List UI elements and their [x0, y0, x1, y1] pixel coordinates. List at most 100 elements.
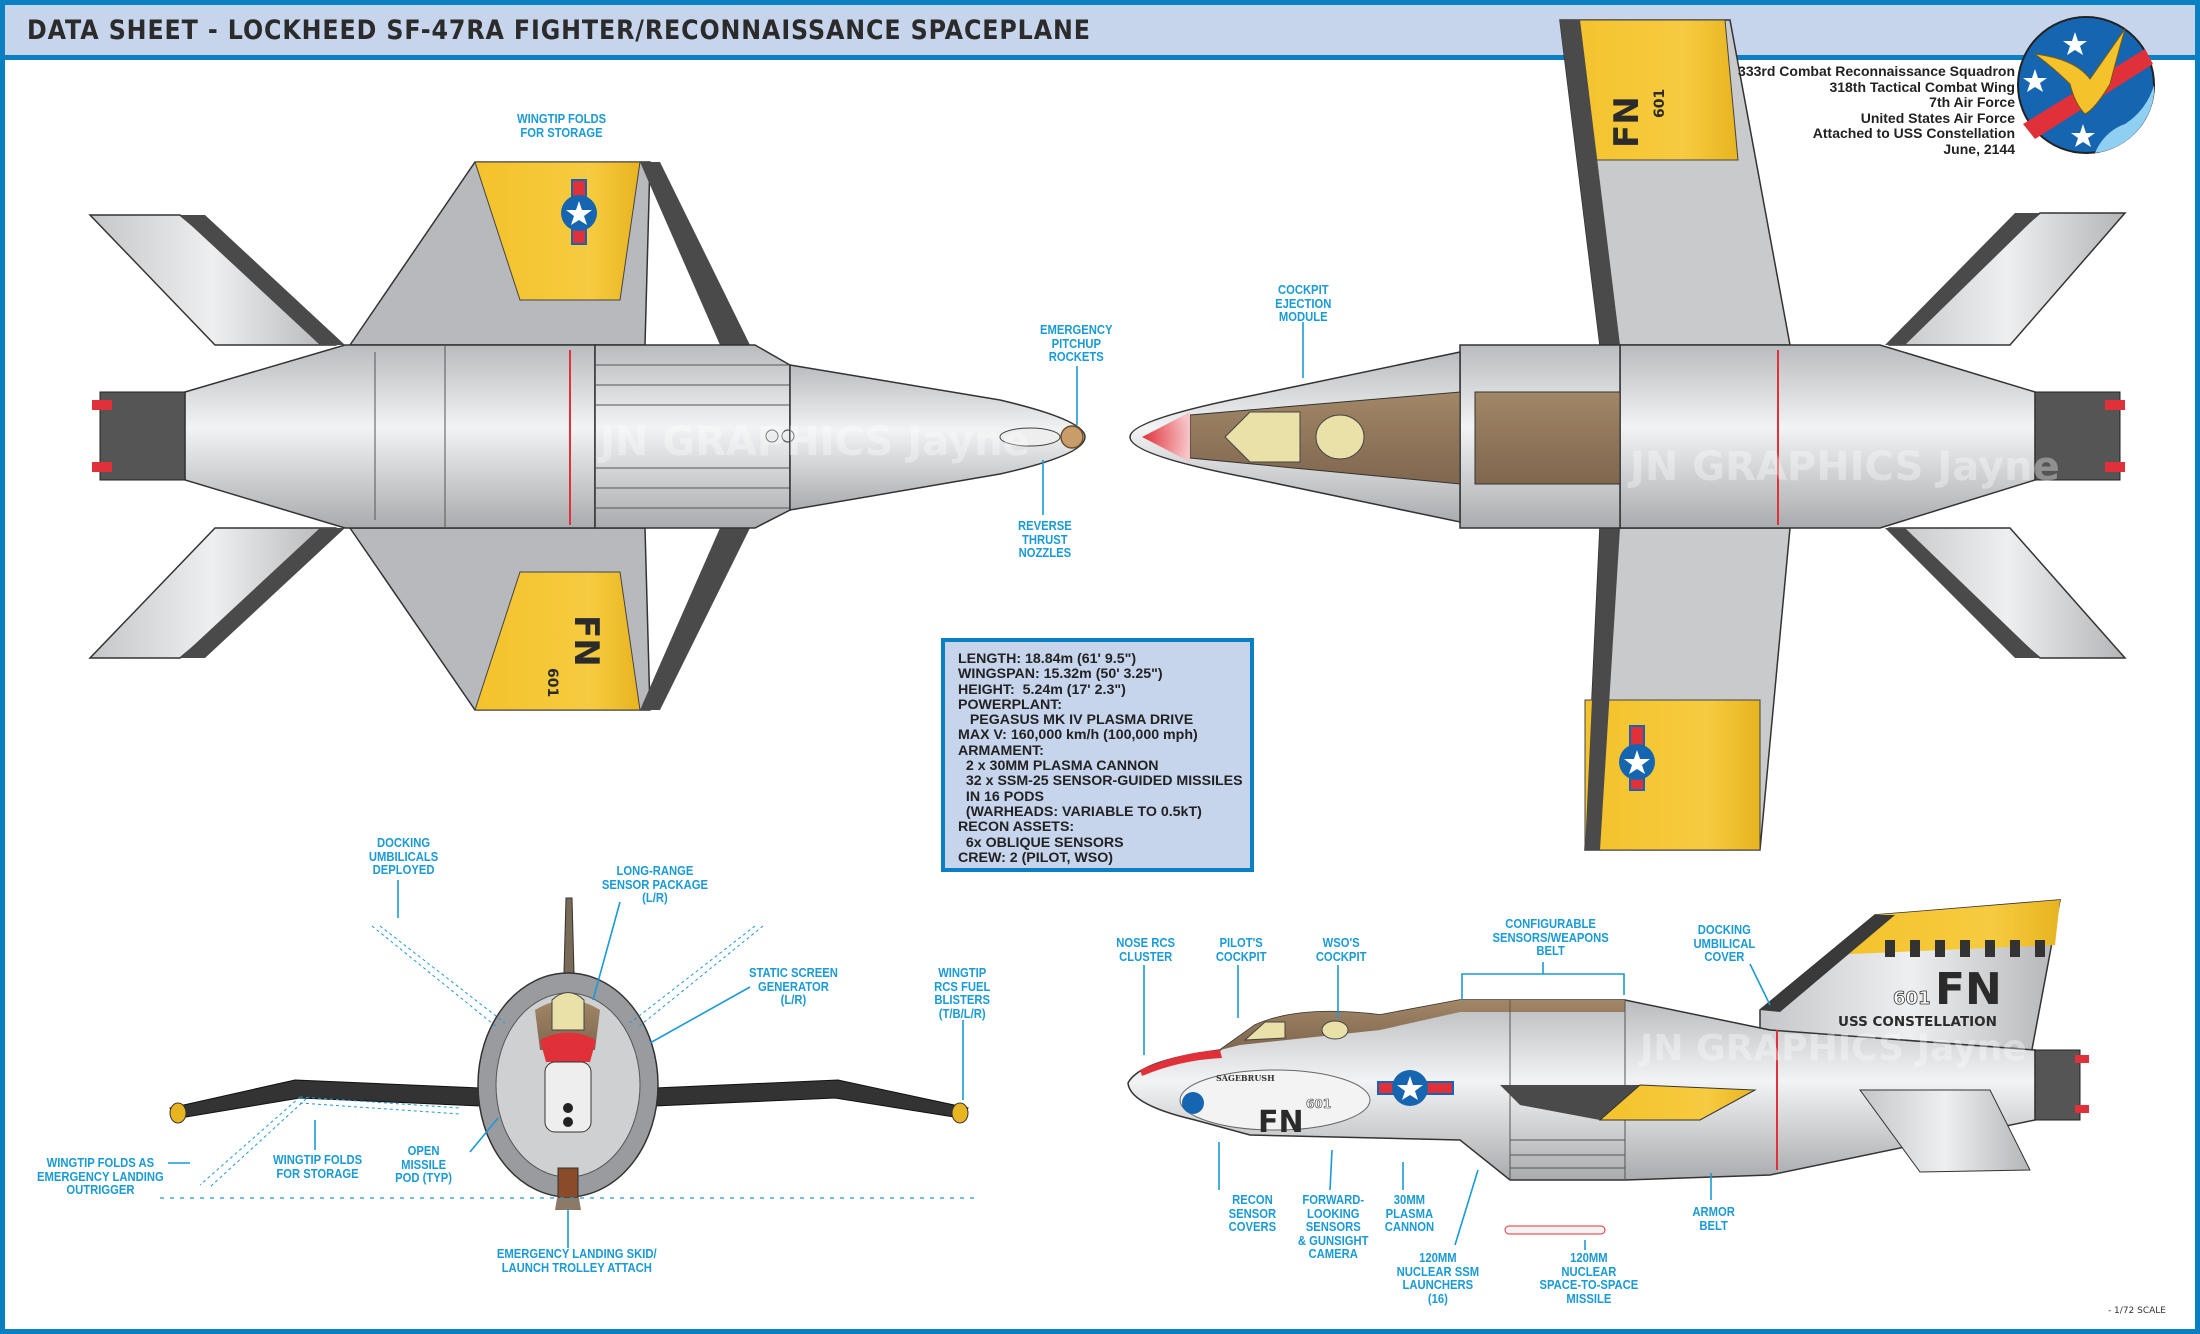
- callout-ssm-launchers: 120MM NUCLEAR SSM LAUNCHERS (16): [1396, 1251, 1480, 1306]
- spec-armament-pods: IN 16 PODS: [958, 788, 1044, 805]
- front-view: [160, 897, 980, 1210]
- exhaust-tab: [2075, 1105, 2089, 1113]
- cockpit-spine: [1220, 1000, 1625, 1050]
- unit-date: June, 2144: [1943, 140, 2015, 157]
- callout-nuclear-missile: 120MM NUCLEAR SPACE-TO-SPACE MISSILE: [1539, 1251, 1639, 1306]
- unit-air-force: 7th Air Force: [1929, 94, 2015, 111]
- tailplane-edge: [180, 215, 345, 345]
- nose-red-band: [540, 1032, 596, 1062]
- exhaust-tab: [2105, 462, 2125, 472]
- spec-recon-label: RECON ASSETS:: [958, 819, 1075, 836]
- spec-wingspan: WINGSPAN: 15.32m (50' 3.25"): [958, 666, 1163, 683]
- tailplane-side: [1859, 1089, 2031, 1173]
- wing-edge: [1585, 528, 1620, 850]
- exhaust-tab: [92, 400, 112, 410]
- nose-modex: 601: [1306, 1097, 1331, 1111]
- title-band: DATA SHEET - LOCKHEED SF-47RA FIGHTER/RE…: [5, 5, 2195, 60]
- nose-oval-panel: [1179, 1069, 1371, 1131]
- callout-static-screen: STATIC SCREEN GENERATOR (L/R): [748, 966, 838, 1007]
- wingtip-fold-upper: [474, 161, 641, 301]
- callout-forward-sensors: FORWARD- LOOKING SENSORS & GUNSIGHT CAME…: [1297, 1193, 1369, 1261]
- underside-view: FN 601 JN GRAPHICS Jayne: [88, 161, 1086, 711]
- forward-fuselage: [789, 364, 1086, 511]
- exhaust-side: [2034, 1049, 2081, 1121]
- pitchup-rocket-cluster: [1060, 425, 1084, 449]
- deployed-positions: [199, 925, 764, 1188]
- port-circle: [765, 429, 779, 443]
- nozzle: [563, 1117, 573, 1127]
- pilot-canopy: [1224, 411, 1301, 463]
- pilot-canopy-side: [1243, 1021, 1286, 1041]
- callout-missile-pod: OPEN MISSILE POD (TYP): [395, 1144, 453, 1185]
- roundel-star: [1624, 750, 1650, 774]
- right-wing-front: [654, 1079, 969, 1119]
- spec-crew: CREW: 2 (PILOT, WSO): [958, 849, 1114, 866]
- spec-armament-warheads: (WARHEADS: VARIABLE TO 0.5kT): [958, 803, 1202, 820]
- wingtip-fold-bottom: [1584, 699, 1761, 851]
- callout-recon-covers: RECON SENSOR COVERS: [1228, 1193, 1277, 1234]
- squadron-emblem-nose: [1182, 1092, 1204, 1114]
- ship-name: USS CONSTELLATION: [1838, 1014, 1997, 1030]
- canopy-glass: [551, 992, 585, 1031]
- spec-powerplant-label: POWERPLANT:: [958, 696, 1063, 713]
- callout-sensor-belt: CONFIGURABLE SENSORS/WEAPONS BELT: [1492, 917, 1609, 958]
- rear-fuselage-top: [1619, 344, 2036, 529]
- belt-panel-lines: [1510, 1139, 1625, 1169]
- nose-fn-code: FN: [1258, 1105, 1304, 1140]
- wing-modex: 601: [544, 668, 560, 697]
- spec-armament-label: ARMAMENT:: [958, 742, 1044, 759]
- side-view: FN 601 USS CONSTELLATION FN 601 SAGEBRUS…: [1127, 899, 2089, 1235]
- wingtip-side: [1598, 1084, 1757, 1121]
- callout-leaders: [168, 322, 1771, 1250]
- spec-powerplant: PEGASUS MK IV PLASMA DRIVE: [958, 712, 1194, 729]
- nose-front: [544, 1061, 592, 1133]
- tailplane-edge: [1885, 213, 2040, 345]
- port-circle: [781, 429, 795, 443]
- rcs-blister-right: [951, 1102, 969, 1124]
- wing-edge-lower: [640, 528, 750, 710]
- callout-plasma-cannon: 30MM PLASMA CANNON: [1384, 1193, 1435, 1234]
- callout-docking-umbilicals: DOCKING UMBILICALS DEPLOYED: [368, 836, 439, 877]
- callout-armor-belt: ARMOR BELT: [1692, 1205, 1735, 1233]
- spec-armament-cannon: 2 x 30MM PLASMA CANNON: [958, 758, 1159, 775]
- spec-height: HEIGHT: 5.24m (17' 2.3"): [958, 681, 1126, 698]
- wing-edge: [1560, 20, 1620, 345]
- spine-panel: [1474, 391, 1621, 485]
- callout-nose-rcs: NOSE RCS CLUSTER: [1116, 936, 1176, 964]
- exhaust-tab: [92, 462, 112, 472]
- callout-long-range-sensor: LONG-RANGE SENSOR PACKAGE (L/R): [601, 864, 708, 905]
- page-title: DATA SHEET - LOCKHEED SF-47RA FIGHTER/RE…: [27, 15, 1091, 46]
- spec-recon-sensors: 6x OBLIQUE SENSORS: [958, 834, 1124, 851]
- specifications-box: LENGTH: 18.84m (61' 9.5") WINGSPAN: 15.3…: [941, 638, 1254, 872]
- nuclear-missile-icon: [1504, 1225, 1606, 1235]
- nose-red-cone: [1142, 412, 1190, 462]
- scale-note: - 1/72 SCALE: [2107, 1306, 2166, 1316]
- callout-umbilical-cover: DOCKING UMBILICAL COVER: [1693, 923, 1756, 964]
- tail-modex: 601: [1893, 988, 1931, 1009]
- reverse-thrust-nozzle-fairing: [999, 427, 1061, 447]
- nose-art-name: SAGEBRUSH: [1216, 1073, 1275, 1083]
- landing-skid: [555, 1198, 581, 1210]
- callout-emergency-outrigger: WINGTIP FOLDS AS EMERGENCY LANDING OUTRI…: [37, 1156, 164, 1197]
- callout-landing-skid: EMERGENCY LANDING SKID/ LAUNCH TROLLEY A…: [496, 1247, 657, 1275]
- callout-pilot-cockpit: PILOT'S COCKPIT: [1215, 936, 1267, 964]
- nozzle: [563, 1103, 573, 1113]
- tailplane-edge: [1885, 528, 2040, 658]
- wso-canopy: [1315, 414, 1365, 460]
- roundel-star: [1397, 1076, 1423, 1100]
- callout-wso-cockpit: WSO'S COCKPIT: [1315, 936, 1367, 964]
- topside-view: FN 601 JN GRAPHICS Jayne: [1129, 19, 2127, 851]
- unit-squadron: 333rd Combat Reconnaissance Squadron: [1738, 63, 2015, 79]
- watermark-logo-3: JN GRAPHICS Jayne: [1637, 1028, 2027, 1069]
- unit-assignment: 333rd Combat Reconnaissance Squadron 318…: [1738, 63, 2015, 158]
- rcs-blister-left: [169, 1102, 187, 1124]
- callout-wingtip-folds-top: WINGTIP FOLDS FOR STORAGE: [516, 112, 607, 140]
- tail-leading-edge: [1760, 915, 1895, 1012]
- tail-checker-stripes: [1885, 940, 2045, 957]
- rear-fuselage: [184, 344, 596, 529]
- tailplane-edge-lower: [180, 528, 345, 658]
- nose-red-stripe: [1140, 1050, 1222, 1076]
- wing-fn-code: FN: [566, 615, 606, 667]
